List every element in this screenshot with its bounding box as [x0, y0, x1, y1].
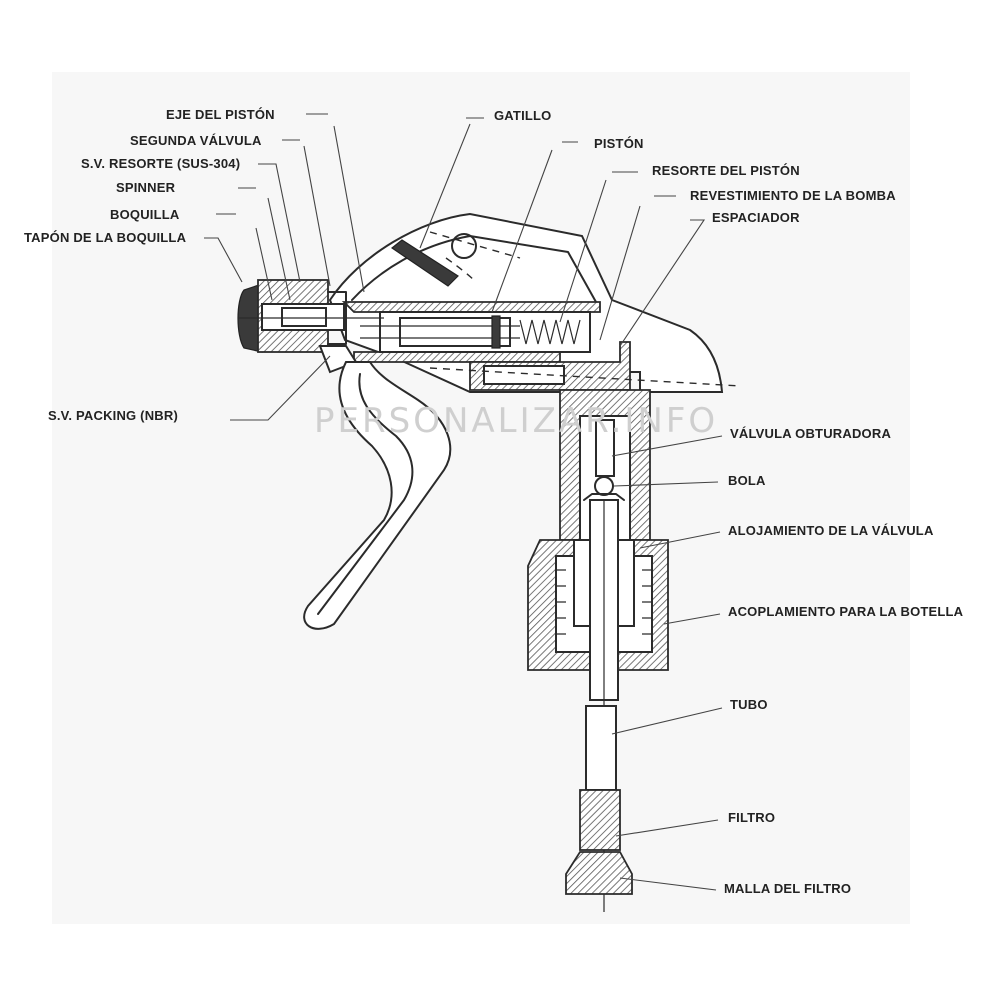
label-gatillo: GATILLO — [494, 108, 551, 123]
piston-seal — [491, 315, 501, 349]
leader-filtro — [615, 819, 719, 837]
ball-seat — [583, 493, 625, 501]
piston-spring — [519, 319, 581, 345]
label-filtro: FILTRO — [728, 810, 775, 825]
label-segunda-valvula: SEGUNDA VÁLVULA — [130, 133, 262, 148]
callouts: EJE DEL PISTÓN SEGUNDA VÁLVULA S.V. RESO… — [24, 107, 964, 896]
pump-barrel-lower — [353, 351, 561, 363]
filter — [579, 789, 621, 851]
label-eje-piston: EJE DEL PISTÓN — [166, 107, 275, 122]
leader-espaciador — [619, 219, 706, 347]
leader-sv-packing — [230, 355, 331, 421]
label-tapon-boquilla: TAPÓN DE LA BOQUILLA — [24, 230, 187, 245]
pump-barrel-upper — [341, 301, 601, 313]
label-espaciador: ESPACIADOR — [712, 210, 800, 225]
leader-piston — [491, 141, 578, 313]
leader-malla-filtro — [619, 877, 717, 891]
nozzle-collar — [327, 291, 347, 345]
leader-gatillo — [419, 117, 484, 249]
label-bola: BOLA — [728, 473, 766, 488]
label-alojamiento-valvula: ALOJAMIENTO DE LA VÁLVULA — [728, 523, 934, 538]
leader-boquilla — [216, 213, 273, 301]
leader-valvula-obturadora — [611, 435, 723, 457]
leader-tapon-boquilla — [204, 237, 243, 283]
trigger-pivot-plate — [390, 239, 459, 287]
leader-bola — [613, 481, 719, 487]
label-acoplamiento-botella: ACOPLAMIENTO PARA LA BOTELLA — [728, 604, 964, 619]
label-resorte-piston: RESORTE DEL PISTÓN — [652, 163, 800, 178]
tube-lower — [585, 705, 617, 791]
label-tubo: TUBO — [730, 697, 768, 712]
spinner — [281, 307, 327, 327]
leader-alojamiento-valvula — [639, 531, 721, 549]
spacer — [483, 365, 565, 385]
check-valve-stem — [595, 419, 615, 477]
label-piston: PISTÓN — [594, 136, 644, 151]
filter-mesh — [565, 851, 633, 895]
leader-resorte-piston — [559, 171, 638, 323]
hidden-pivot-arc — [429, 231, 521, 283]
ball — [594, 476, 614, 496]
leader-tubo — [611, 707, 723, 735]
label-sv-packing: S.V. PACKING (NBR) — [48, 408, 178, 423]
coupling-threads-left — [556, 569, 566, 635]
coupling-threads-right — [642, 569, 652, 635]
paper-background — [52, 72, 910, 924]
leader-sv-resorte — [258, 163, 301, 283]
leader-acoplamiento-botella — [663, 613, 721, 625]
label-valvula-obturadora: VÁLVULA OBTURADORA — [730, 426, 891, 441]
leader-revestimiento-bomba — [599, 195, 676, 341]
trigger-handle — [303, 361, 452, 630]
label-sv-resorte: S.V. RESORTE (SUS-304) — [81, 156, 240, 171]
leader-eje-piston — [306, 113, 365, 293]
sprayer-body — [237, 212, 741, 912]
label-malla-filtro: MALLA DEL FILTRO — [724, 881, 851, 896]
leader-spinner — [238, 187, 291, 301]
label-revestimiento-bomba: REVESTIMIENTO DE LA BOMBA — [690, 188, 896, 203]
trigger-inner-edge — [317, 373, 414, 615]
pivot-hole — [451, 233, 477, 259]
leader-segunda-valvula — [282, 139, 331, 287]
label-boquilla: BOQUILLA — [110, 207, 180, 222]
watermark: PERSONALIZAR.INFO — [314, 401, 718, 441]
label-spinner: SPINNER — [116, 180, 176, 195]
